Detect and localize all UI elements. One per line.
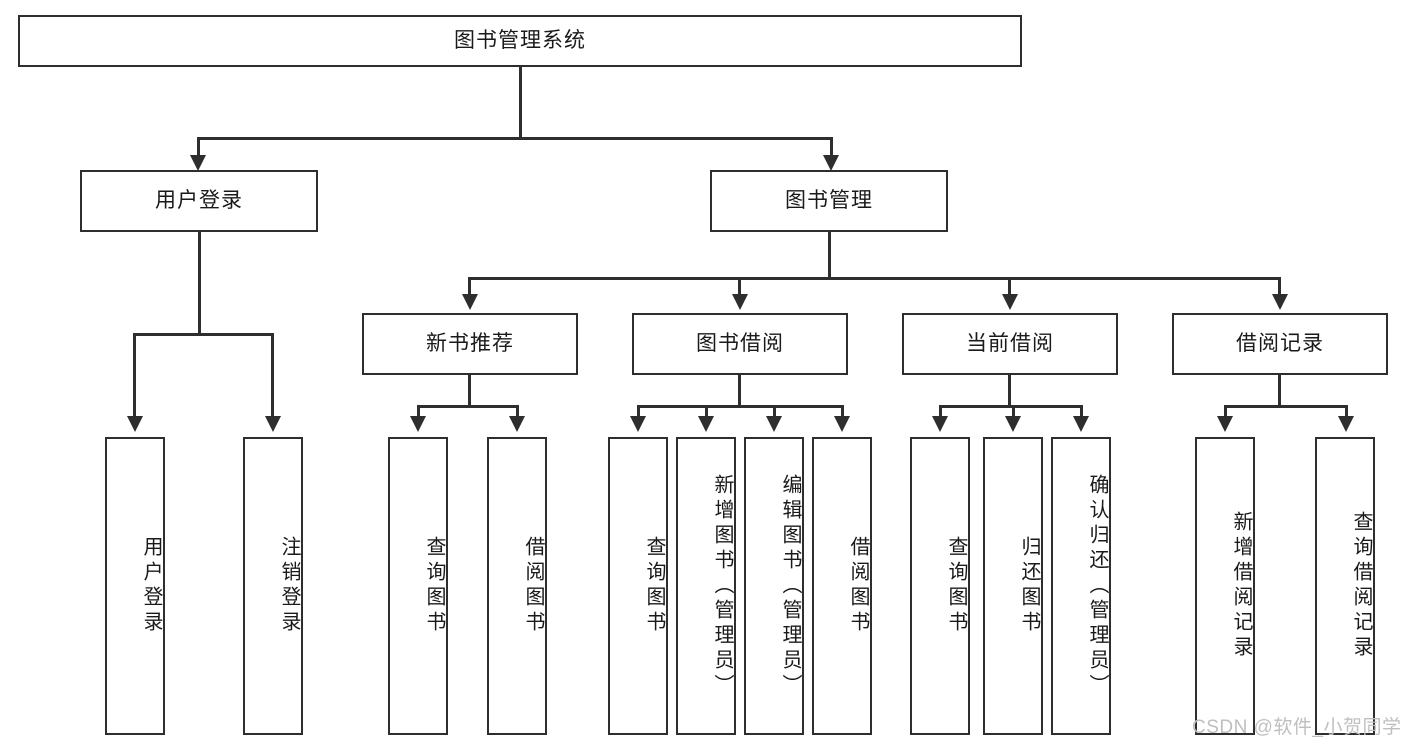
edge-user-login-stem	[198, 232, 201, 336]
edge-book-management-stem	[828, 232, 831, 279]
edge-bb-to-leaf-1	[705, 405, 708, 419]
leaf-add-borrow-record[interactable]: 新增借阅记录	[1195, 437, 1255, 735]
arrow-bb-to-leaf-1	[698, 416, 714, 432]
leaf-user-login[interactable]: 用户登录	[105, 437, 165, 735]
edge-book-management-bus	[468, 277, 1280, 280]
arrow-bm-to-new-book	[462, 294, 478, 310]
edge-bm-to-current-borrow	[1008, 277, 1011, 297]
node-book-management[interactable]: 图书管理	[710, 170, 948, 232]
leaf-edit-book-admin[interactable]: 编辑图书（管理员）	[744, 437, 804, 735]
arrow-bb-to-leaf-0	[630, 416, 646, 432]
edge-root-to-user-login	[197, 137, 200, 159]
leaf-query-book-newbook[interactable]: 查询图书	[388, 437, 448, 735]
leaf-query-borrow-record[interactable]: 查询借阅记录	[1315, 437, 1375, 735]
leaf-label: 注销登录	[278, 536, 300, 636]
edge-br-to-leaf-0	[1224, 405, 1227, 419]
leaf-label: 查询图书	[643, 536, 665, 636]
leaf-query-book-current[interactable]: 查询图书	[910, 437, 970, 735]
arrow-cb-to-leaf-0	[932, 416, 948, 432]
leaf-return-book[interactable]: 归还图书	[983, 437, 1043, 735]
arrow-bb-to-leaf-2	[766, 416, 782, 432]
arrow-bm-to-book-borrow	[732, 294, 748, 310]
edge-cb-to-leaf-2	[1080, 405, 1083, 419]
edge-current-borrow-stem	[1008, 375, 1011, 407]
arrow-bm-to-current-borrow	[1002, 294, 1018, 310]
arrow-nb-to-leaf-1	[509, 416, 525, 432]
arrow-bm-to-borrow-record	[1272, 294, 1288, 310]
edge-br-to-leaf-1	[1345, 405, 1348, 419]
arrow-user-login-to-leaf-1	[265, 416, 281, 432]
edge-cb-to-leaf-0	[939, 405, 942, 419]
edge-nb-to-leaf-1	[516, 405, 519, 419]
edge-new-book-bus	[417, 405, 518, 408]
node-book-borrow[interactable]: 图书借阅	[632, 313, 848, 375]
leaf-label: 借阅图书	[522, 536, 544, 636]
edge-new-book-stem	[468, 375, 471, 407]
edge-user-login-to-leaf-0	[133, 333, 136, 419]
edge-user-login-bus	[133, 333, 271, 336]
arrow-user-login-to-leaf-0	[127, 416, 143, 432]
edge-bb-to-leaf-2	[773, 405, 776, 419]
leaf-label: 查询图书	[945, 536, 967, 636]
node-new-book-recommend[interactable]: 新书推荐	[362, 313, 578, 375]
leaf-label: 借阅图书	[847, 536, 869, 636]
leaf-borrow-book-newbook[interactable]: 借阅图书	[487, 437, 547, 735]
edge-bm-to-borrow-record	[1278, 277, 1281, 297]
edge-cb-to-leaf-1	[1012, 405, 1015, 419]
leaf-label: 编辑图书（管理员）	[779, 473, 801, 699]
leaf-logout[interactable]: 注销登录	[243, 437, 303, 735]
arrow-br-to-leaf-0	[1217, 416, 1233, 432]
leaf-label: 新增借阅记录	[1230, 511, 1252, 661]
leaf-label: 查询借阅记录	[1350, 511, 1372, 661]
edge-book-borrow-bus	[637, 405, 844, 408]
edge-nb-to-leaf-0	[417, 405, 420, 419]
arrow-nb-to-leaf-0	[410, 416, 426, 432]
node-current-borrow[interactable]: 当前借阅	[902, 313, 1118, 375]
leaf-label: 用户登录	[140, 536, 162, 636]
arrow-br-to-leaf-1	[1338, 416, 1354, 432]
edge-root-stem	[519, 67, 522, 139]
leaf-label: 新增图书（管理员）	[711, 473, 733, 699]
node-user-login[interactable]: 用户登录	[80, 170, 318, 232]
edge-book-borrow-stem	[738, 375, 741, 407]
edge-borrow-record-stem	[1278, 375, 1281, 407]
edge-borrow-record-bus	[1224, 405, 1348, 408]
node-borrow-record[interactable]: 借阅记录	[1172, 313, 1388, 375]
edge-bb-to-leaf-3	[841, 405, 844, 419]
arrow-root-to-book-management	[823, 155, 839, 171]
edge-current-borrow-bus	[939, 405, 1083, 408]
leaf-borrow-book[interactable]: 借阅图书	[812, 437, 872, 735]
watermark-csdn: CSDN @软件_小贺同学	[1192, 717, 1402, 738]
leaf-query-book-borrow[interactable]: 查询图书	[608, 437, 668, 735]
edge-root-to-book-management	[830, 137, 833, 159]
arrow-cb-to-leaf-2	[1073, 416, 1089, 432]
edge-bm-to-new-book	[468, 277, 471, 297]
arrow-root-to-user-login	[190, 155, 206, 171]
arrow-cb-to-leaf-1	[1005, 416, 1021, 432]
node-root-book-management-system[interactable]: 图书管理系统	[18, 15, 1022, 67]
leaf-confirm-return-admin[interactable]: 确认归还（管理员）	[1051, 437, 1111, 735]
edge-bm-to-book-borrow	[738, 277, 741, 297]
edge-bb-to-leaf-0	[637, 405, 640, 419]
leaf-label: 确认归还（管理员）	[1086, 473, 1108, 699]
edge-user-login-to-leaf-1	[271, 333, 274, 419]
edge-root-bus	[197, 137, 833, 140]
arrow-bb-to-leaf-3	[834, 416, 850, 432]
leaf-add-book-admin[interactable]: 新增图书（管理员）	[676, 437, 736, 735]
leaf-label: 归还图书	[1018, 536, 1040, 636]
leaf-label: 查询图书	[423, 536, 445, 636]
